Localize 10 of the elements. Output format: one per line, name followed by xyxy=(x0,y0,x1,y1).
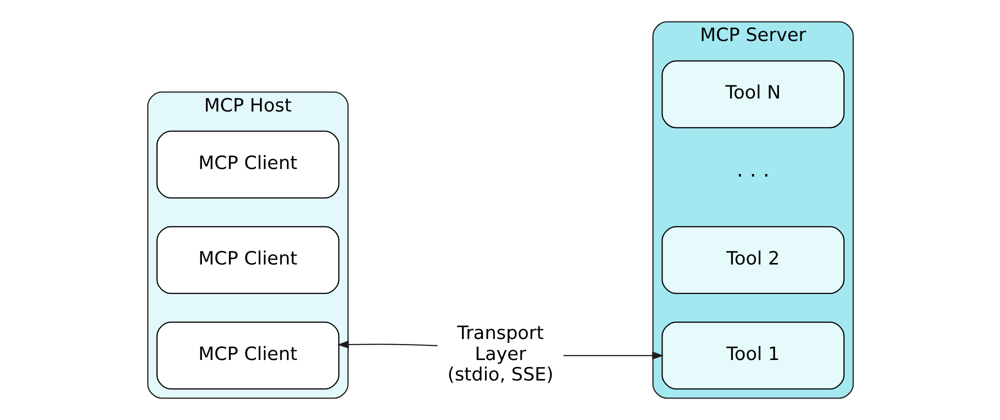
node-text: Transport Layer (stdio, SSE) xyxy=(447,323,553,386)
arrow xyxy=(336,340,438,349)
node-box: Tool 2 xyxy=(661,226,844,294)
node-box: Tool N xyxy=(661,60,844,128)
node-box: MCP Client xyxy=(156,226,339,294)
node-box: Tool 1 xyxy=(661,322,844,390)
node-box: MCP Client xyxy=(156,130,339,198)
node-box: MCP Client xyxy=(156,322,339,390)
label: · · · xyxy=(736,163,770,188)
arrow xyxy=(563,352,664,360)
